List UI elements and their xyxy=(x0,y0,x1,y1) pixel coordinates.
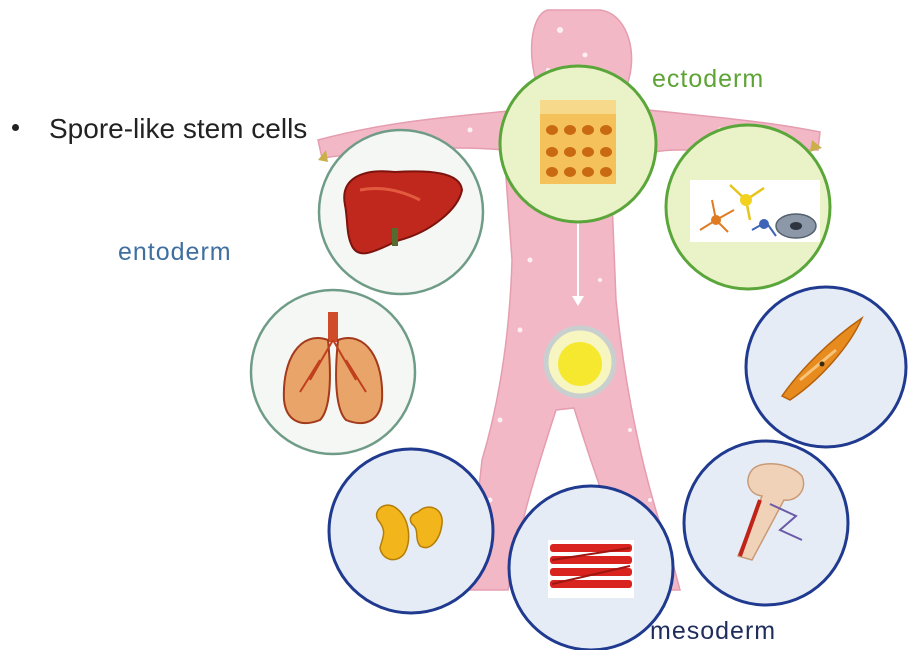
skin-icon xyxy=(540,100,616,184)
neuron-icon xyxy=(690,180,820,242)
bullet-point: Spore-like stem cells xyxy=(12,113,307,145)
ectoderm-label: ectoderm xyxy=(652,65,764,94)
skin-circle xyxy=(500,66,656,222)
neuron-circle xyxy=(666,125,830,289)
bone-circle xyxy=(684,441,848,605)
mesoderm-label: mesoderm xyxy=(650,617,776,646)
smooth-muscle-circle xyxy=(746,287,906,447)
kidney-circle xyxy=(329,449,493,613)
skeletal-muscle-icon xyxy=(548,540,634,598)
skeletal-muscle-circle xyxy=(509,486,673,650)
stem-cell-icon xyxy=(546,328,614,396)
liver-circle xyxy=(319,130,483,294)
entoderm-label: entoderm xyxy=(118,238,232,267)
bullet-dot xyxy=(12,124,19,131)
lung-circle xyxy=(251,290,415,454)
bullet-text: Spore-like stem cells xyxy=(49,113,307,144)
